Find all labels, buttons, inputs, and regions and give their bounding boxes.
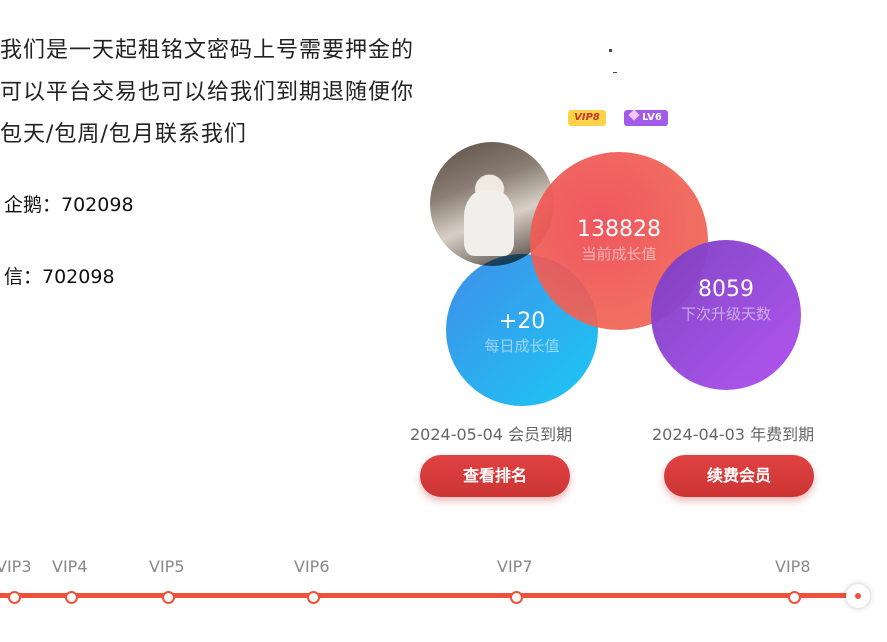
timeline-label-vip8: VIP8 <box>775 557 811 576</box>
diamond-icon <box>628 109 640 121</box>
timeline-label-vip7: VIP7 <box>497 557 533 576</box>
user-avatar[interactable] <box>430 142 554 266</box>
daily-growth-bubble: +20 每日成长值 <box>446 254 598 406</box>
daily-growth-label: 每日成长值 <box>484 337 560 355</box>
renew-membership-button[interactable]: 续费会员 <box>664 455 814 497</box>
timeline-node-vip3 <box>8 591 21 604</box>
days-to-upgrade-value: 8059 <box>698 277 754 302</box>
timeline-node-vip7 <box>510 591 523 604</box>
annual-expiry-text: 2024-04-03 年费到期 <box>652 425 815 444</box>
ad-text-line-1: 我们是一天起租铭文密码上号需要押金的 <box>0 38 415 63</box>
speck <box>609 49 612 52</box>
timeline-current-position-handle[interactable] <box>846 584 870 608</box>
ad-text-line-3: 包天/包周/包月联系我们 <box>0 122 247 147</box>
contact-wechat: 信：702098 <box>4 266 115 288</box>
current-growth-label: 当前成长值 <box>581 245 657 263</box>
avatar-figure <box>464 190 514 256</box>
timeline-node-vip6 <box>307 591 320 604</box>
days-to-upgrade-bubble: 8059 下次升级天数 <box>651 240 801 390</box>
timeline-label-vip5: VIP5 <box>149 557 185 576</box>
timeline-label-vip6: VIP6 <box>294 557 330 576</box>
vip-progress-track <box>0 593 866 598</box>
days-to-upgrade-label: 下次升级天数 <box>680 305 771 323</box>
timeline-label-vip3: VIP3 <box>0 557 32 576</box>
daily-growth-value: +20 <box>498 309 546 334</box>
speck <box>613 72 617 73</box>
member-expiry-text: 2024-05-04 会员到期 <box>410 425 573 444</box>
ad-text-line-2: 可以平台交易也可以给我们到期退随便你 <box>0 80 415 105</box>
vip-level-badge: VIP8 <box>568 110 606 126</box>
lv-level-badge: LV6 <box>624 109 668 126</box>
contact-qq: 企鹅：702098 <box>4 194 134 216</box>
timeline-node-vip8 <box>788 591 801 604</box>
timeline-node-vip5 <box>162 591 175 604</box>
current-growth-value: 138828 <box>577 217 661 242</box>
timeline-node-vip4 <box>65 591 78 604</box>
timeline-label-vip4: VIP4 <box>52 557 88 576</box>
lv-label: LV6 <box>642 112 662 123</box>
view-ranking-button[interactable]: 查看排名 <box>420 455 570 497</box>
